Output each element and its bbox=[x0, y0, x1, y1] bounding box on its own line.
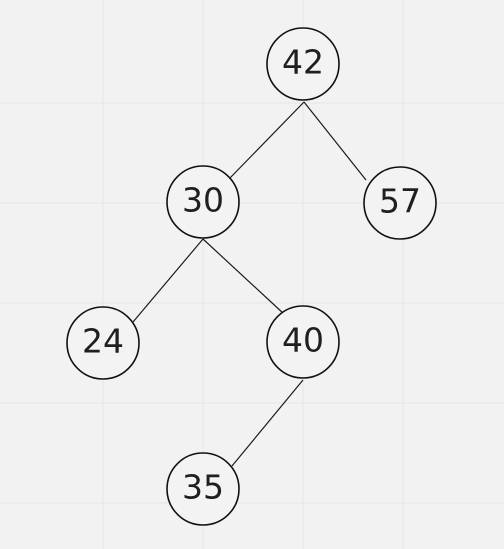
node-circle bbox=[363, 166, 437, 240]
node-value: 30 bbox=[182, 181, 224, 220]
edges bbox=[132, 101, 367, 467]
edge-30-40 bbox=[202, 238, 285, 315]
edge-42-57 bbox=[303, 101, 367, 181]
edge-40-35 bbox=[231, 379, 304, 467]
tree-node-57: 57 bbox=[363, 166, 437, 240]
tree-node-35: 35 bbox=[166, 452, 240, 526]
node-value: 40 bbox=[282, 321, 324, 360]
tree-node-42: 42 bbox=[266, 27, 340, 101]
node-circle bbox=[266, 27, 340, 101]
node-circle bbox=[66, 306, 140, 380]
tree-node-30: 30 bbox=[166, 165, 240, 239]
tree-node-40: 40 bbox=[266, 305, 340, 379]
node-circle bbox=[166, 165, 240, 239]
tree-node-24: 24 bbox=[66, 306, 140, 380]
node-circle bbox=[266, 305, 340, 379]
node-value: 42 bbox=[282, 43, 324, 82]
edge-42-30 bbox=[228, 101, 305, 180]
node-value: 24 bbox=[82, 322, 124, 361]
node-circle bbox=[166, 452, 240, 526]
node-value: 35 bbox=[182, 468, 224, 507]
edge-30-24 bbox=[132, 238, 204, 323]
node-value: 57 bbox=[379, 182, 421, 221]
nodes: 42 30 57 24 40 35 bbox=[66, 27, 437, 526]
